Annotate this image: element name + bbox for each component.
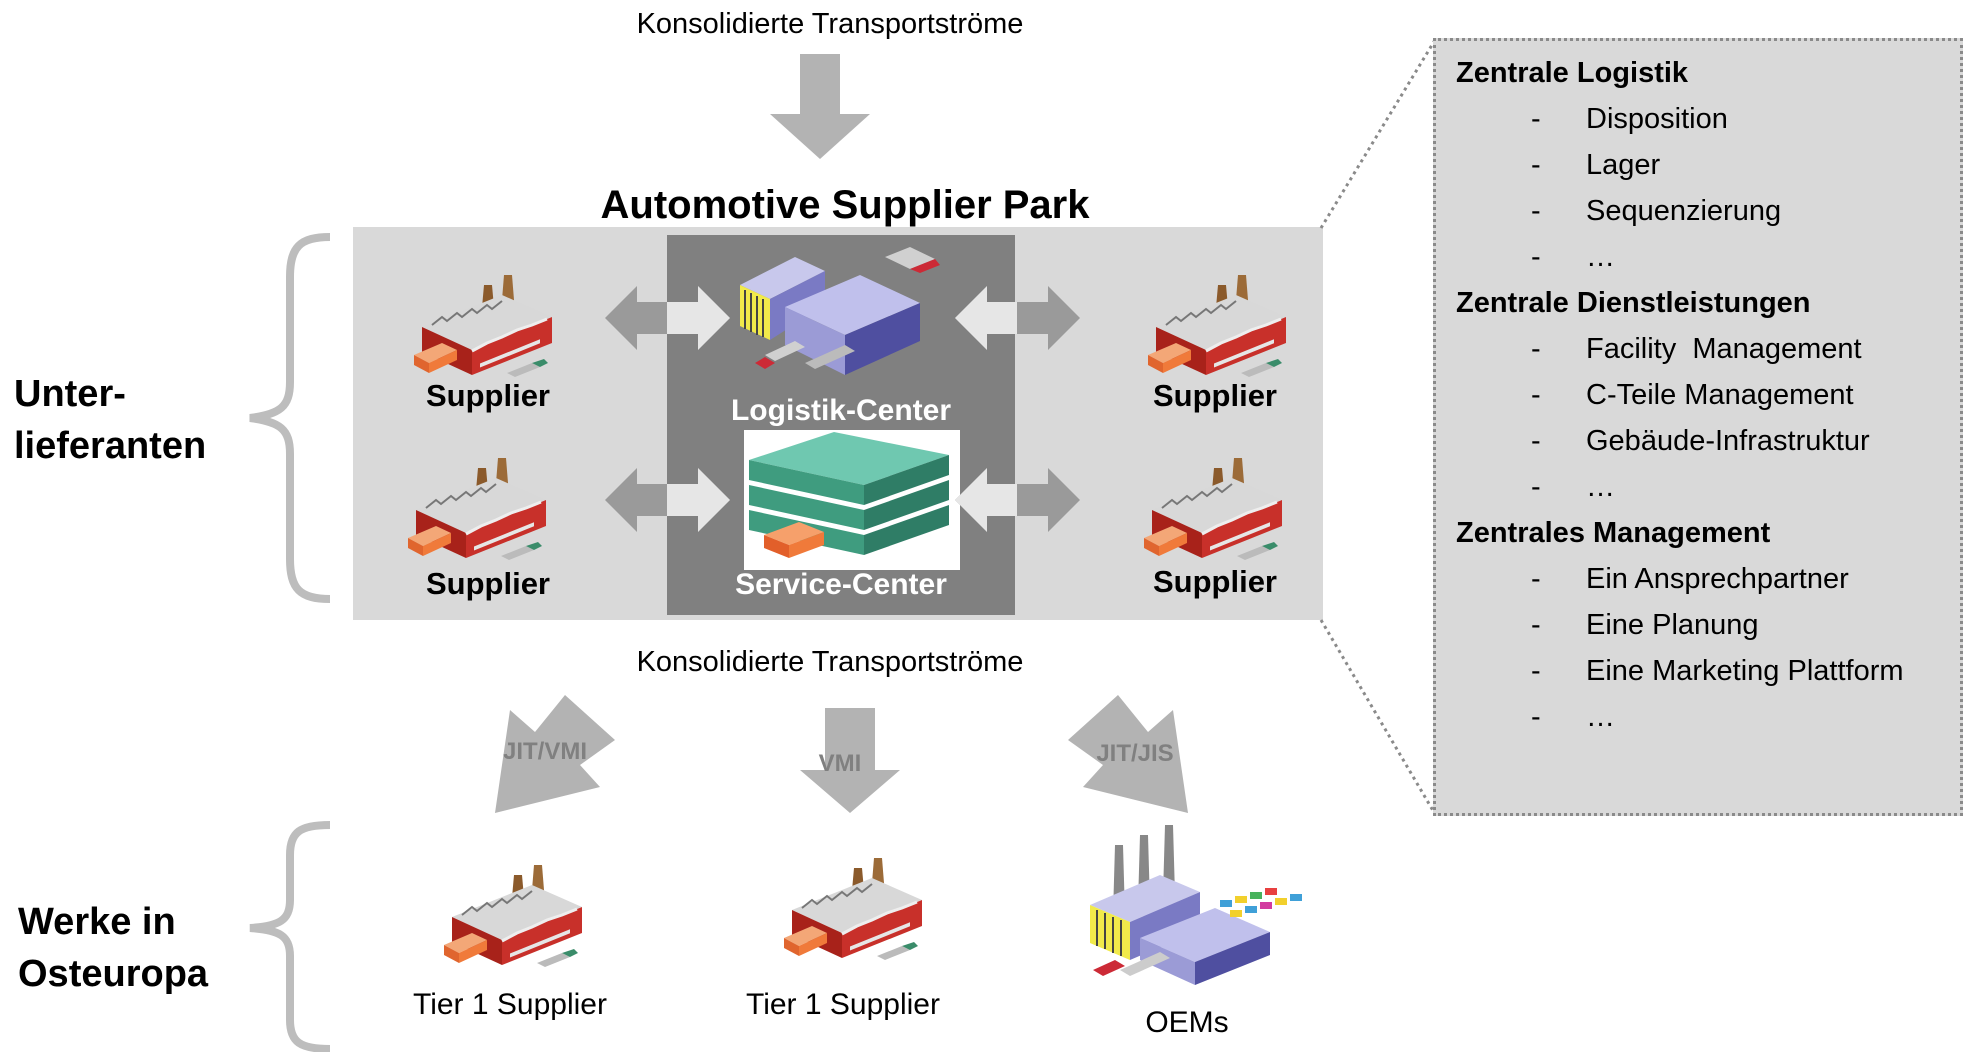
plants-label: Werke in Osteuropa: [18, 901, 209, 995]
list-item-text: …: [1586, 701, 1615, 733]
delivery-arrow-right: [1068, 695, 1188, 813]
list-item-text: Disposition: [1586, 103, 1728, 135]
list-item-text: Gebäude-Infrastruktur: [1586, 425, 1870, 457]
delivery-label-vmi: VMI: [818, 750, 862, 777]
callout-connector: [1319, 39, 1437, 815]
tier1-factory-icon: [442, 863, 584, 969]
list-item-text: Lager: [1586, 149, 1661, 181]
middle-flow-label: Konsolidierte Transportströme: [636, 646, 1024, 678]
list-item-text: C-Teile Management: [1586, 379, 1854, 411]
bullet-dash: -: [1531, 655, 1541, 687]
double-arrow-bottom-right: [955, 468, 1080, 532]
bullet-dash: -: [1531, 425, 1541, 457]
supplier-label: Supplier: [425, 566, 550, 601]
list-item-text: Eine Marketing Plattform: [1586, 655, 1904, 687]
list-item-text: Facility Management: [1586, 333, 1862, 365]
bullet-dash: -: [1531, 103, 1541, 135]
list-item-text: …: [1586, 471, 1615, 503]
list-item-text: Eine Planung: [1586, 609, 1759, 641]
logistics-center-label: Logistik-Center: [730, 394, 952, 427]
bullet-dash: -: [1531, 333, 1541, 365]
list-item-text: Sequenzierung: [1586, 195, 1782, 227]
delivery-label-jit-vmi: JIT/VMI: [502, 738, 587, 765]
bullet-dash: -: [1531, 609, 1541, 641]
section-title: Zentrale Dienstleistungen: [1456, 287, 1811, 319]
sub-suppliers-label: Unter- lieferanten: [14, 373, 207, 467]
top-flow-label: Konsolidierte Transportströme: [636, 8, 1024, 40]
info-panel: Zentrale Logistik - Disposition - Lager - S…: [1433, 38, 1963, 816]
supplier-label: Supplier: [1152, 564, 1277, 599]
bullet-dash: -: [1531, 563, 1541, 595]
delivery-label-jit-jis: JIT/JIS: [1096, 740, 1174, 767]
brace-sub-suppliers: [249, 233, 331, 603]
oem-plant-icon: [1090, 825, 1302, 985]
bullet-dash: -: [1531, 379, 1541, 411]
tier1-label: Tier 1 Supplier: [413, 988, 607, 1021]
supplier-factory-icon: [406, 456, 548, 562]
bullet-dash: -: [1531, 701, 1541, 733]
logistics-center-icon: [740, 247, 940, 375]
bullet-dash: -: [1531, 241, 1541, 273]
service-center-icon: [749, 432, 949, 558]
supplier-factory-icon: [1146, 273, 1288, 379]
delivery-arrow-left: [495, 695, 615, 813]
delivery-arrow-middle: [800, 708, 900, 813]
supplier-label: Supplier: [425, 378, 550, 413]
bullet-dash: -: [1531, 195, 1541, 227]
double-arrow-top-left: [605, 286, 730, 350]
bullet-dash: -: [1531, 149, 1541, 181]
tier1-factory-icon: [782, 856, 924, 962]
list-item-text: …: [1586, 241, 1615, 273]
top-flow-arrow: [770, 54, 870, 159]
park-title: Automotive Supplier Park: [600, 183, 1090, 227]
section-title: Zentrales Management: [1456, 517, 1771, 549]
oem-label: OEMs: [1145, 1006, 1229, 1039]
service-center-label: Service-Center: [735, 568, 947, 601]
supplier-factory-icon: [412, 273, 554, 379]
brace-plants: [249, 821, 331, 1052]
tier1-label: Tier 1 Supplier: [746, 988, 940, 1021]
supplier-factory-icon: [1142, 456, 1284, 562]
double-arrow-bottom-left: [605, 468, 730, 532]
list-item-text: Ein Ansprechpartner: [1586, 563, 1849, 595]
bullet-dash: -: [1531, 471, 1541, 503]
supplier-label: Supplier: [1152, 378, 1277, 413]
double-arrow-top-right: [955, 286, 1080, 350]
section-title: Zentrale Logistik: [1456, 57, 1689, 89]
